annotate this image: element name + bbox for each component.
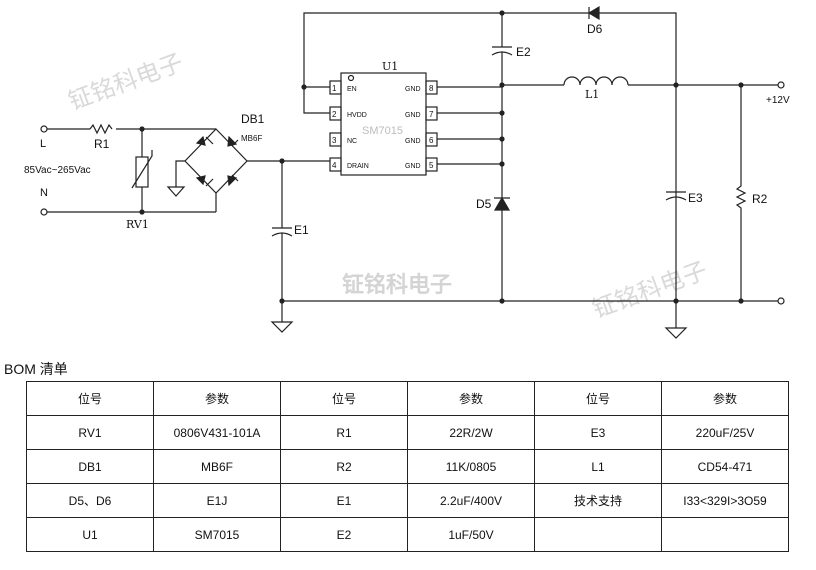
- bom-cell: [534, 517, 662, 552]
- bom-header-cell: 位号: [26, 381, 154, 416]
- pin-name-drain: DRAIN: [347, 163, 369, 170]
- diode-d6: [587, 5, 600, 21]
- label-D6: D6: [587, 22, 603, 36]
- bom-cell: 0806V431-101A: [153, 415, 281, 450]
- bom-cell: E2: [280, 517, 408, 552]
- label-U1-part: SM7015: [362, 125, 403, 137]
- pin-num-2: 2: [332, 110, 337, 119]
- ic-u1-body: [340, 72, 427, 176]
- watermark: 钲铭科电子 钲铭科电子 钲铭科电子: [64, 48, 710, 323]
- schematic: 钲铭科电子 钲铭科电子 钲铭科电子: [24, 5, 790, 339]
- bom-row: D5、D6 E1J E1 2.2uF/400V 技术支持 I33<329I>3O…: [26, 483, 789, 518]
- pin-name-gnd-5: GND: [405, 163, 421, 170]
- diode-d5: [493, 196, 511, 211]
- bom-cell: RV1: [26, 415, 154, 450]
- label-L: L: [40, 138, 46, 150]
- label-L1: L1: [585, 88, 599, 101]
- bom-cell: L1: [534, 449, 662, 484]
- label-R2: R2: [752, 192, 768, 206]
- bom-header-row: 位号 参数 位号 参数 位号 参数: [26, 381, 789, 416]
- watermark-text-2: 钲铭科电子: [342, 272, 452, 298]
- pin-name-nc: NC: [347, 138, 357, 145]
- bom-cell: CD54-471: [661, 449, 789, 484]
- bom-cell: I33<329I>3O59: [661, 483, 789, 518]
- label-D5: D5: [476, 197, 492, 211]
- pin-num-5: 5: [429, 161, 434, 170]
- label-DB1: DB1: [241, 112, 265, 126]
- capacitor-e3: [665, 191, 687, 201]
- bom-cell: 2.2uF/400V: [407, 483, 535, 518]
- wire: [599, 12, 677, 301]
- pin-num-1: 1: [332, 84, 337, 93]
- bom-cell: E3: [534, 415, 662, 450]
- ic-pin1-marker: [347, 74, 355, 82]
- inductor-l1: [563, 76, 629, 86]
- bridge-rectifier-db1: [166, 128, 248, 212]
- bom-cell: [661, 517, 789, 552]
- junction-dot: [499, 10, 505, 16]
- pin-name-hvdd: HVDD: [347, 112, 367, 119]
- pin-num-4: 4: [332, 161, 337, 170]
- label-U1: U1: [382, 60, 398, 73]
- label-DB1-part: MB6F: [241, 134, 262, 143]
- bom-cell: R2: [280, 449, 408, 484]
- pin-num-6: 6: [429, 136, 434, 145]
- label-R1: R1: [94, 137, 110, 151]
- bom-row: RV1 0806V431-101A R1 22R/2W E3 220uF/25V: [26, 415, 789, 450]
- terminal-out-gnd: [777, 297, 785, 305]
- label-output: +12V: [766, 95, 790, 106]
- bom-header-cell: 参数: [661, 381, 789, 416]
- bom-header-cell: 位号: [534, 381, 662, 416]
- ground-symbol: [664, 327, 688, 339]
- pin-name-gnd-7: GND: [405, 112, 421, 119]
- resistor-r2: [735, 85, 747, 301]
- bom-cell: D5、D6: [26, 483, 154, 518]
- label-RV1: RV1: [126, 218, 149, 231]
- label-N: N: [40, 187, 48, 199]
- junction-dot: [279, 298, 285, 304]
- terminal-L: [40, 125, 48, 133]
- pin-num-3: 3: [332, 136, 337, 145]
- bom-header-cell: 参数: [153, 381, 281, 416]
- bom-cell: E1: [280, 483, 408, 518]
- bom-row: U1 SM7015 E2 1uF/50V: [26, 517, 789, 552]
- bom-cell: 22R/2W: [407, 415, 535, 450]
- bom-header-cell: 位号: [280, 381, 408, 416]
- pin-num-8: 8: [429, 84, 434, 93]
- label-E2: E2: [516, 45, 531, 59]
- bom-cell: 技术支持: [534, 483, 662, 518]
- resistor-r1: [89, 123, 113, 135]
- pin-name-gnd-8: GND: [405, 86, 421, 93]
- bom-cell: 220uF/25V: [661, 415, 789, 450]
- junction-dot: [139, 126, 145, 132]
- bom-cell: SM7015: [153, 517, 281, 552]
- wire: [303, 12, 572, 88]
- bom-cell: MB6F: [153, 449, 281, 484]
- label-input-range: 85Vac~265Vac: [24, 165, 91, 176]
- junction-dot: [301, 84, 307, 90]
- bom-table: 位号 参数 位号 参数 位号 参数 RV1 0806V431-101A R1 2…: [26, 381, 789, 552]
- ground-symbol: [270, 321, 294, 333]
- terminal-N: [40, 208, 48, 216]
- bom-row: DB1 MB6F R2 11K/0805 L1 CD54-471: [26, 449, 789, 484]
- bom-cell: E1J: [153, 483, 281, 518]
- label-E3: E3: [688, 191, 703, 205]
- pin-num-7: 7: [429, 110, 434, 119]
- wire: [303, 87, 330, 114]
- bom-cell: U1: [26, 517, 154, 552]
- label-E1: E1: [294, 223, 309, 237]
- varistor-slash: [131, 150, 153, 189]
- bom-title: BOM 清单: [4, 361, 68, 377]
- bom-cell: 1uF/50V: [407, 517, 535, 552]
- watermark-text-3: 钲铭科电子: [588, 256, 710, 323]
- bom-cell: R1: [280, 415, 408, 450]
- pin-name-en: EN: [347, 86, 357, 93]
- terminal-out-12v: [777, 81, 785, 89]
- bom-header-cell: 参数: [407, 381, 535, 416]
- bom-cell: 11K/0805: [407, 449, 535, 484]
- pin-name-gnd-6: GND: [405, 138, 421, 145]
- watermark-text-1: 钲铭科电子: [64, 48, 186, 115]
- bom-cell: DB1: [26, 449, 154, 484]
- junction-dot: [139, 209, 145, 215]
